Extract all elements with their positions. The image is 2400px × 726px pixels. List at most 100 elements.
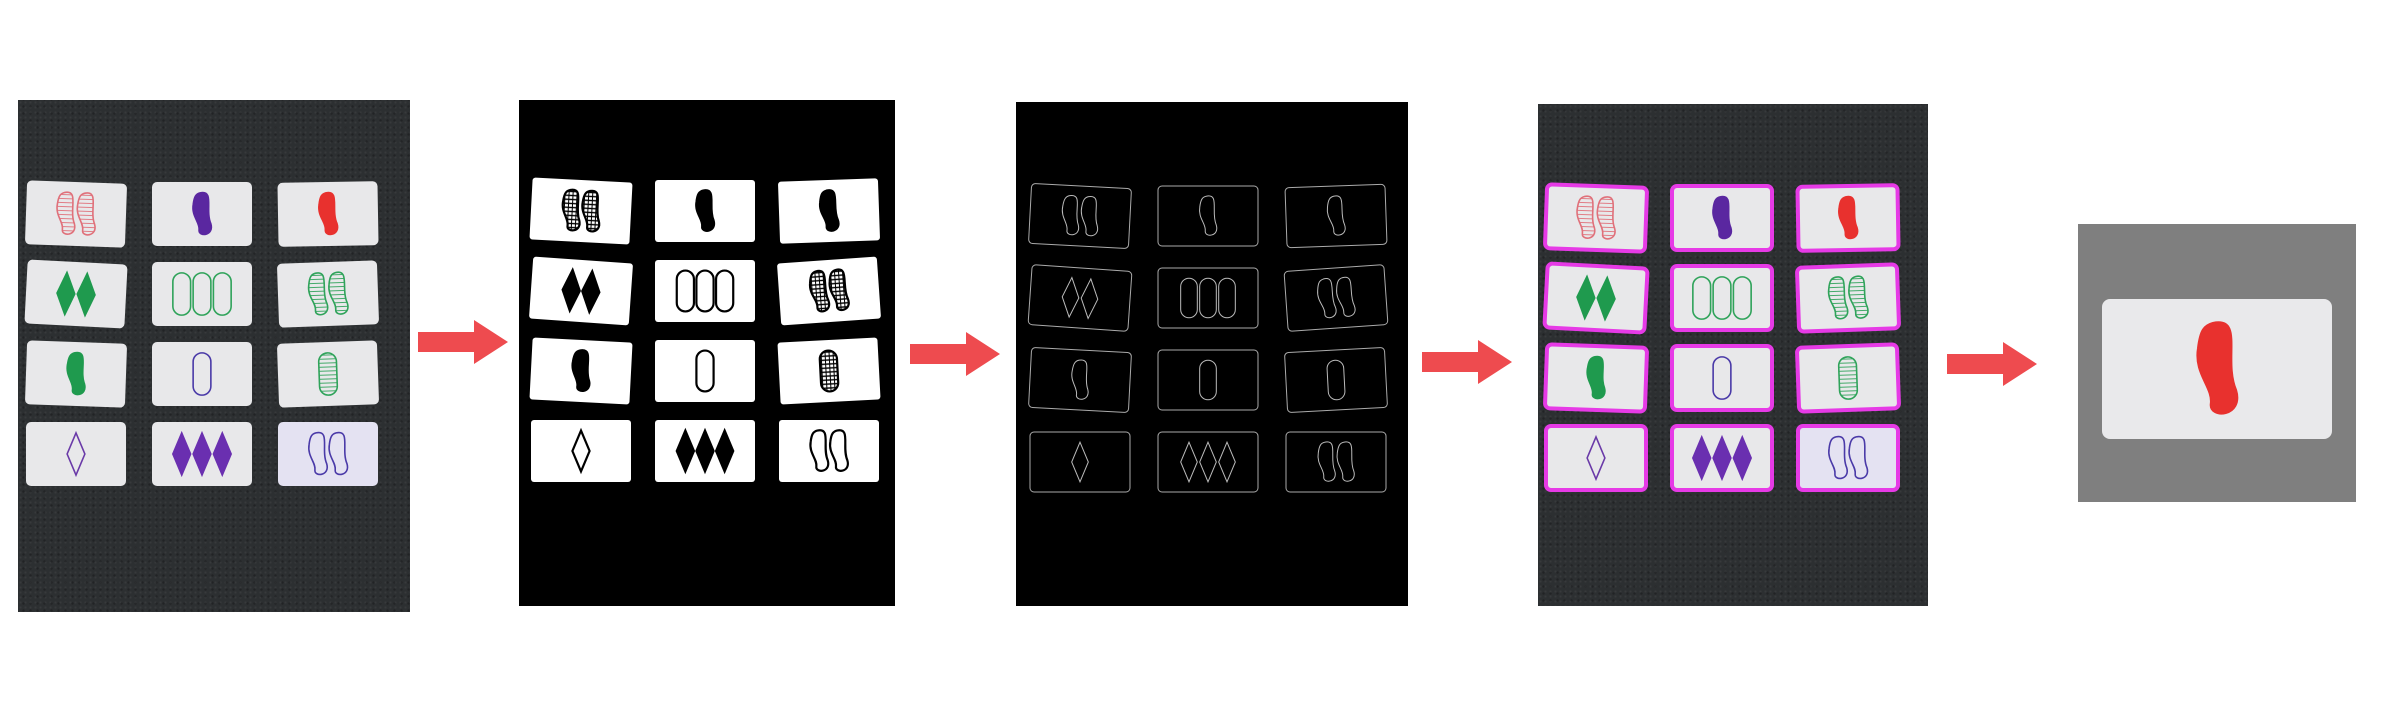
- card: [1795, 342, 1901, 414]
- diamond-symbol-icon: [212, 430, 233, 478]
- card: [1543, 182, 1649, 254]
- card: [655, 260, 755, 322]
- squiggle-symbol-icon: [809, 429, 830, 472]
- input-photo-panel: [18, 100, 410, 612]
- oval-symbol-icon: [1692, 276, 1712, 320]
- card: [1542, 261, 1650, 335]
- card: [1283, 264, 1389, 332]
- card: [655, 180, 755, 242]
- squiggle-symbol-icon: [695, 189, 716, 232]
- oval-symbol-icon: [212, 272, 232, 316]
- squiggle-symbol-icon: [1848, 435, 1869, 480]
- squiggle-symbol-icon: [1326, 195, 1346, 236]
- diamond-symbol-icon: [1180, 440, 1198, 484]
- diamond-symbol-icon: [1071, 440, 1089, 484]
- card: [1157, 267, 1259, 329]
- squiggle-symbol-icon: [328, 431, 349, 476]
- diamond-symbol-icon: [76, 271, 96, 318]
- squiggle-symbol-icon: [2196, 321, 2239, 415]
- card: [1284, 347, 1388, 413]
- card: [529, 337, 633, 405]
- oval-symbol-icon: [1218, 277, 1236, 319]
- squiggle-symbol-icon: [1061, 195, 1080, 236]
- card: [1544, 424, 1648, 492]
- card: [1796, 424, 1900, 492]
- squiggle-symbol-icon: [66, 352, 86, 396]
- edge-map-cards: [1027, 183, 1389, 493]
- diamond-symbol-icon: [1586, 434, 1606, 482]
- diamond-symbol-icon: [1732, 434, 1753, 482]
- diamond-symbol-icon: [1199, 440, 1217, 484]
- card: [531, 420, 631, 482]
- threshold-mask-cards: [529, 177, 881, 482]
- squiggle-symbol-icon: [1838, 195, 1859, 240]
- card: [152, 342, 252, 406]
- diamond-symbol-icon: [561, 267, 581, 314]
- card: [1670, 264, 1774, 332]
- squiggle-symbol-icon: [1317, 278, 1337, 319]
- card: [25, 340, 127, 408]
- squiggle-symbol-icon: [1317, 441, 1336, 482]
- card: [25, 180, 127, 248]
- arrow-1-icon: [418, 320, 508, 364]
- edge-map-panel: [1016, 102, 1408, 606]
- diamond-symbol-icon: [1712, 434, 1732, 482]
- card: [1157, 349, 1259, 411]
- card: [529, 256, 633, 326]
- oval-symbol-icon: [1837, 356, 1859, 400]
- squiggle-symbol-icon: [328, 271, 349, 315]
- squiggle-symbol-icon: [1596, 196, 1616, 240]
- extracted-card-panel: [2078, 224, 2356, 502]
- arrow-3-icon: [1422, 340, 1512, 384]
- squiggle-symbol-icon: [56, 191, 76, 235]
- card: [152, 182, 252, 246]
- squiggle-symbol-icon: [192, 191, 213, 236]
- card: [1285, 431, 1387, 493]
- oval-symbol-icon: [714, 269, 735, 313]
- threshold-mask-panel: [519, 100, 895, 606]
- oval-symbol-icon: [1732, 276, 1752, 320]
- oval-symbol-icon: [192, 352, 212, 396]
- oval-symbol-icon: [1199, 359, 1217, 401]
- card: [26, 422, 126, 486]
- squiggle-symbol-icon: [1336, 441, 1355, 482]
- squiggle-symbol-icon: [818, 189, 840, 232]
- diamond-symbol-icon: [695, 427, 715, 475]
- squiggle-symbol-icon: [1848, 275, 1869, 319]
- card: [1029, 431, 1131, 493]
- card: [1157, 431, 1259, 493]
- oval-symbol-icon: [317, 352, 339, 396]
- arrow-2-icon: [910, 332, 1000, 376]
- squiggle-symbol-icon: [1336, 276, 1356, 317]
- squiggle-symbol-icon: [1828, 435, 1849, 480]
- card: [655, 340, 755, 402]
- card: [655, 420, 755, 482]
- card: [777, 337, 881, 405]
- squiggle-symbol-icon: [808, 269, 831, 313]
- squiggle-symbol-icon: [828, 429, 849, 472]
- squiggle-symbol-icon: [1827, 276, 1849, 320]
- oval-symbol-icon: [172, 272, 192, 316]
- squiggle-symbol-icon: [1071, 359, 1089, 400]
- card: [1543, 342, 1649, 414]
- squiggle-symbol-icon: [1080, 196, 1099, 237]
- extracted-card: [2102, 299, 2332, 439]
- card: [277, 260, 379, 328]
- card: [2102, 299, 2332, 439]
- squiggle-symbol-icon: [76, 192, 96, 236]
- oval-symbol-icon: [1712, 356, 1732, 400]
- squiggle-symbol-icon: [307, 272, 329, 316]
- card: [1028, 183, 1132, 249]
- squiggle-symbol-icon: [308, 431, 329, 476]
- squiggle-symbol-icon: [318, 191, 339, 236]
- card: [277, 340, 379, 408]
- oval-symbol-icon: [192, 272, 212, 316]
- diamond-symbol-icon: [1576, 274, 1596, 321]
- squiggle-symbol-icon: [1576, 195, 1596, 239]
- diamond-symbol-icon: [66, 430, 86, 478]
- card: [529, 177, 633, 245]
- oval-symbol-icon: [695, 349, 715, 393]
- diamond-symbol-icon: [192, 430, 212, 478]
- card: [1157, 185, 1259, 247]
- card: [1028, 347, 1132, 413]
